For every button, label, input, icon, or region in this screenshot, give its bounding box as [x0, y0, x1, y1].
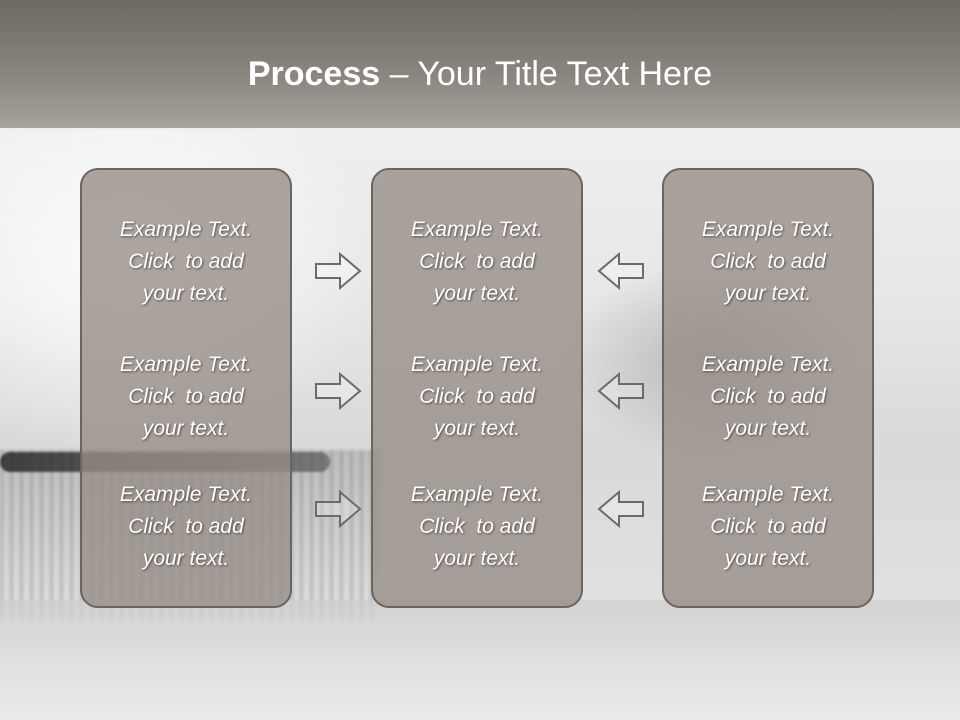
text-block[interactable]: Example Text. Click to add your text.	[373, 479, 581, 575]
text-line: Click to add	[419, 250, 535, 273]
left-arrow-icon	[597, 371, 644, 411]
text-line: Click to add	[128, 250, 244, 273]
text-line: Example Text.	[119, 353, 253, 376]
slide-title[interactable]: Process – Your Title Text Here	[0, 52, 960, 96]
text-line: your text.	[142, 547, 230, 570]
text-block[interactable]: Example Text. Click to add your text.	[373, 349, 581, 445]
right-arrow-icon	[315, 371, 362, 411]
text-line: Example Text.	[701, 353, 835, 376]
text-block[interactable]: Example Text. Click to add your text.	[82, 479, 290, 575]
left-arrow-icon	[597, 251, 644, 291]
text-block[interactable]: Example Text. Click to add your text.	[664, 349, 872, 445]
text-line: Example Text.	[119, 483, 253, 506]
text-block[interactable]: Example Text. Click to add your text.	[664, 479, 872, 575]
left-arrow-icon	[597, 489, 644, 529]
right-arrow-icon	[315, 489, 362, 529]
text-line: Click to add	[710, 250, 826, 273]
text-block[interactable]: Example Text. Click to add your text.	[82, 214, 290, 310]
title-bar	[0, 0, 960, 128]
text-line: your text.	[142, 417, 230, 440]
text-line: your text.	[724, 547, 812, 570]
text-block[interactable]: Example Text. Click to add your text.	[373, 214, 581, 310]
text-line: Click to add	[419, 385, 535, 408]
text-line: Click to add	[419, 515, 535, 538]
title-rest: – Your Title Text Here	[380, 55, 713, 93]
text-line: Example Text.	[410, 353, 544, 376]
panel-right[interactable]: Example Text. Click to add your text. Ex…	[662, 168, 874, 608]
text-line: Click to add	[128, 385, 244, 408]
panel-center[interactable]: Example Text. Click to add your text. Ex…	[371, 168, 583, 608]
text-line: your text.	[142, 282, 230, 305]
text-line: Example Text.	[119, 218, 253, 241]
panel-left[interactable]: Example Text. Click to add your text. Ex…	[80, 168, 292, 608]
text-line: Click to add	[128, 515, 244, 538]
text-line: Example Text.	[701, 218, 835, 241]
text-line: Example Text.	[410, 483, 544, 506]
text-line: your text.	[433, 417, 521, 440]
text-line: Click to add	[710, 385, 826, 408]
text-line: Example Text.	[410, 218, 544, 241]
right-arrow-icon	[315, 251, 362, 291]
text-line: your text.	[724, 417, 812, 440]
text-line: Example Text.	[701, 483, 835, 506]
text-block[interactable]: Example Text. Click to add your text.	[82, 349, 290, 445]
title-bold: Process	[247, 55, 381, 93]
text-line: your text.	[433, 282, 521, 305]
text-line: your text.	[433, 547, 521, 570]
text-line: your text.	[724, 282, 812, 305]
text-block[interactable]: Example Text. Click to add your text.	[664, 214, 872, 310]
text-line: Click to add	[710, 515, 826, 538]
background-surface	[0, 600, 960, 720]
